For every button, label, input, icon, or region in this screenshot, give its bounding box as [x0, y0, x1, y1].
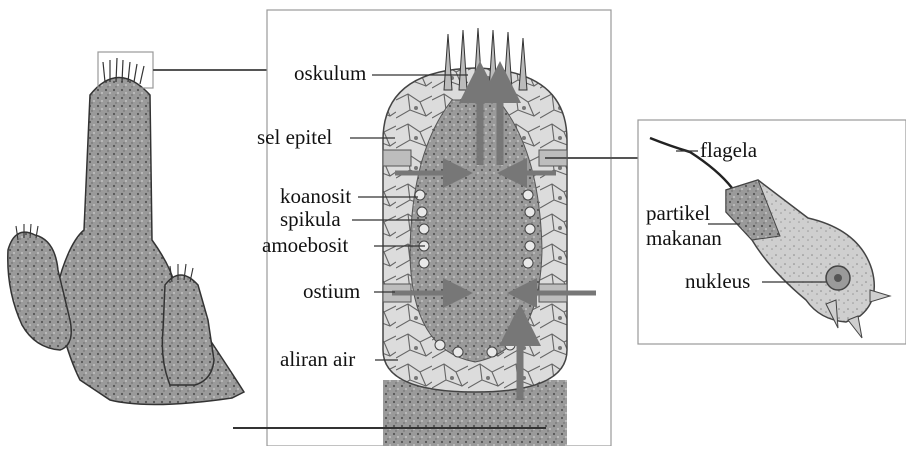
- label-aliran-air: aliran air: [280, 349, 355, 370]
- label-sel-epitel: sel epitel: [257, 127, 332, 148]
- label-koanosit: koanosit: [280, 186, 351, 207]
- label-makanan: makanan: [646, 228, 722, 249]
- label-ostium: ostium: [303, 281, 360, 302]
- sponge-whole-illustration: [8, 52, 267, 405]
- sponge-main-body: [57, 78, 244, 405]
- label-spikula: spikula: [280, 209, 341, 230]
- sponge-right-bud: [162, 275, 214, 385]
- label-partikel: partikel: [646, 203, 710, 224]
- label-amoebosit: amoebosit: [262, 235, 348, 256]
- label-nukleus: nukleus: [685, 271, 750, 292]
- label-oskulum: oskulum: [294, 63, 366, 84]
- sponge-left-bud: [8, 232, 71, 350]
- spongocoel: [410, 100, 542, 362]
- label-flagela: flagela: [700, 140, 757, 161]
